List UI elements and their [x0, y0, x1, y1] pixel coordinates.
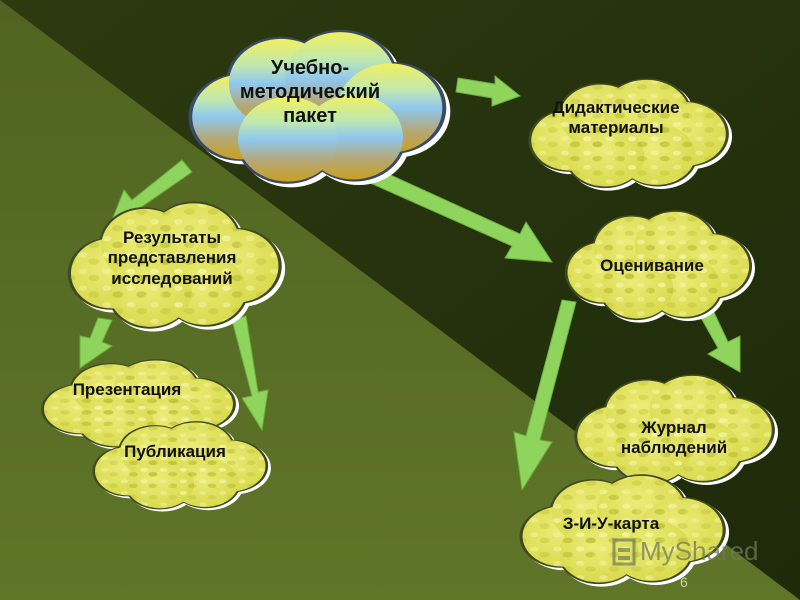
arrow-assessment-journal: [699, 307, 741, 373]
arrow-assessment-kwl: [513, 299, 577, 492]
node-didactic-label: Дидактические материалы: [552, 98, 680, 138]
arrow-root-didactic: [455, 74, 522, 107]
node-publication-label: Публикация: [124, 442, 226, 461]
node-journal-label: Журнал наблюдений: [620, 418, 728, 458]
watermark-logo-icon: [612, 538, 636, 566]
arrows: [79, 74, 741, 492]
arrow-results-publication: [231, 315, 269, 432]
node-presentation-label: Презентация: [72, 380, 182, 399]
watermark-text: MyShared: [640, 536, 759, 566]
node-root-label: Учебно- методический пакет: [239, 57, 381, 127]
node-kwl-label: З-И-У-карта: [562, 514, 660, 533]
arrow-results-presentation: [79, 317, 114, 369]
page-number: 6: [680, 574, 688, 590]
node-results-label: Результаты представления исследований: [107, 228, 237, 288]
arrow-root-assessment: [367, 167, 553, 263]
node-assessment-label: Оценивание: [600, 256, 704, 275]
